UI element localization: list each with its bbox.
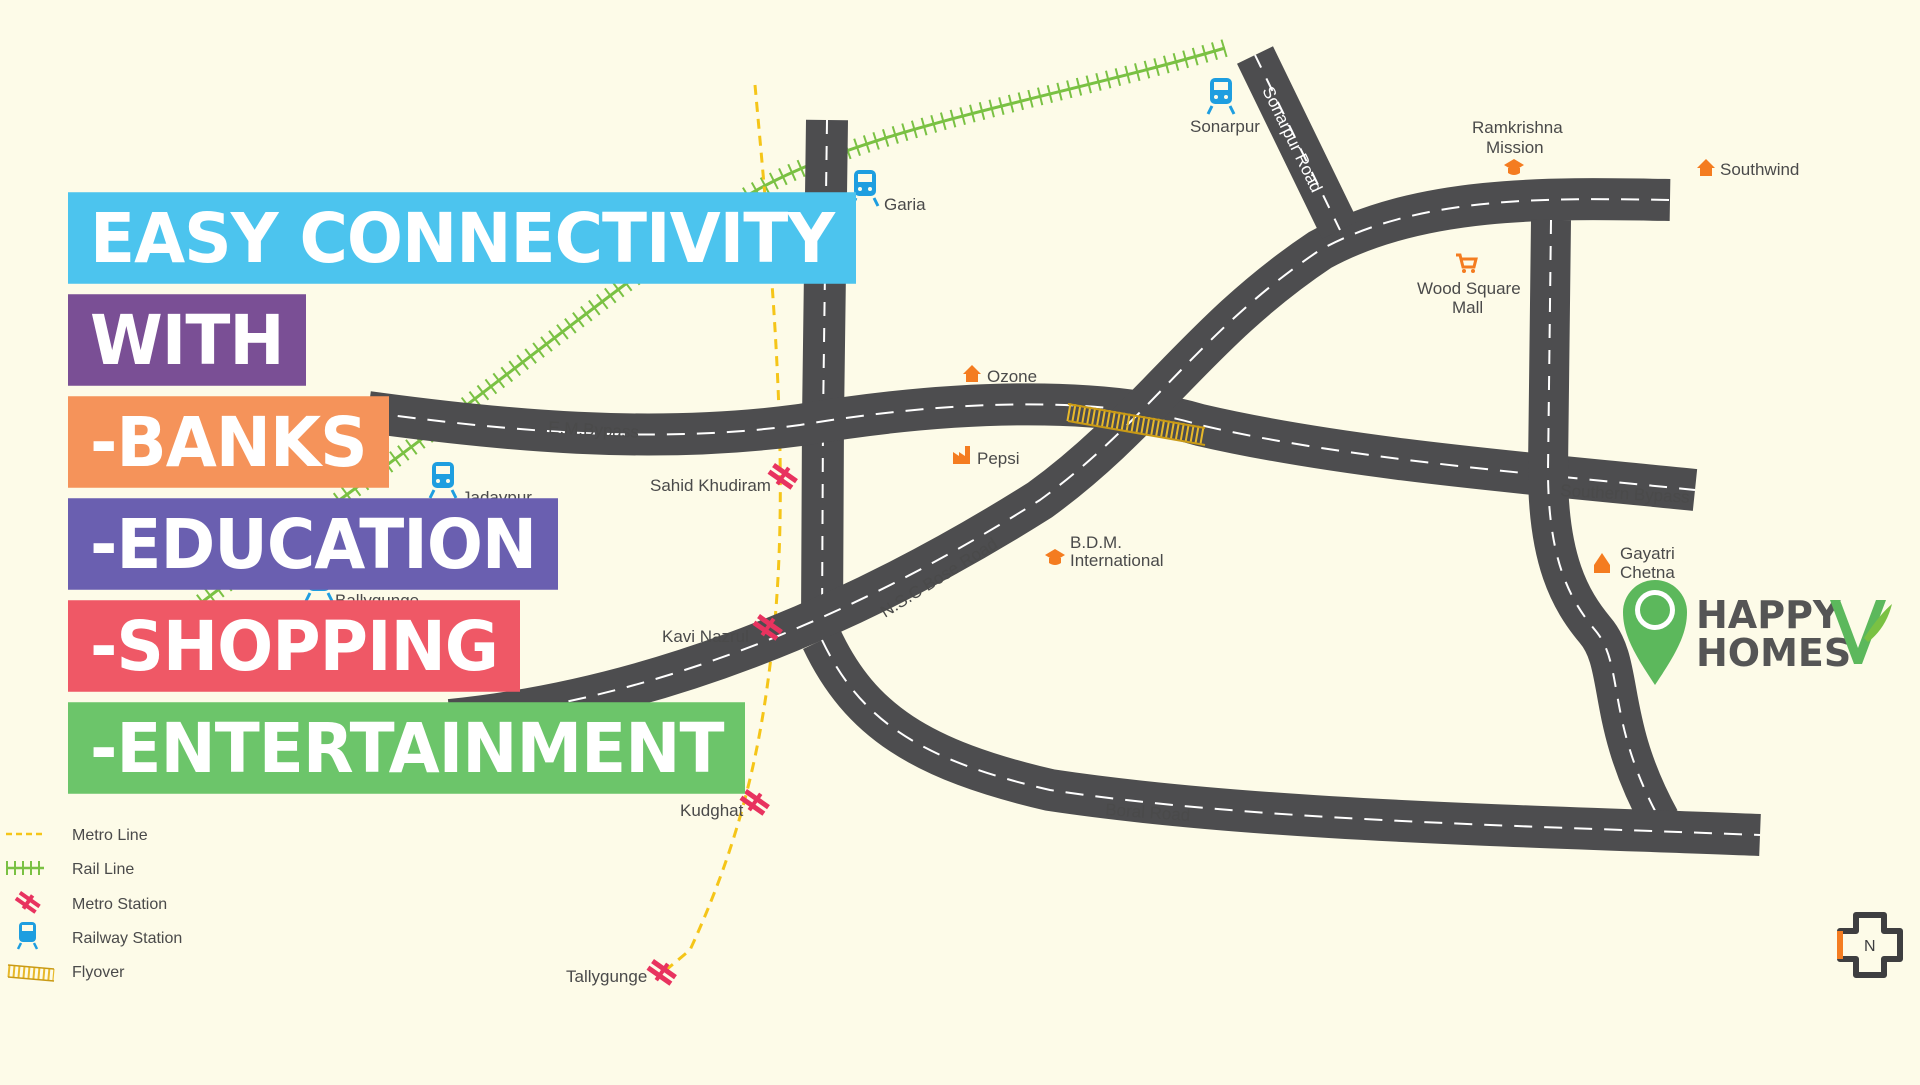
- metro-station-icon: [14, 891, 41, 914]
- compass: N: [1837, 912, 1903, 978]
- banner-education: -EDUCATION: [68, 498, 559, 590]
- compass-label: N: [1864, 938, 1876, 955]
- metro-station-tallygunge[interactable]: Tallygunge: [566, 956, 679, 988]
- metro-station-label: Tallygunge: [566, 967, 647, 986]
- legend-label: Metro Line: [72, 827, 148, 844]
- place-pepsi[interactable]: Pepsi: [953, 446, 1020, 468]
- station-label: Sonarpur: [1190, 117, 1260, 136]
- place-ozone[interactable]: Ozone: [963, 365, 1037, 386]
- place-label: Mall: [1452, 298, 1483, 317]
- metro-station-icon: [646, 959, 677, 986]
- place-label: Southwind: [1720, 160, 1799, 179]
- road-label-em-bypass: E.M.Bypass: [548, 418, 640, 442]
- place-label: Ozone: [987, 367, 1037, 386]
- metro-station-icon: [739, 789, 770, 816]
- train-icon: [16, 922, 39, 950]
- place-southwind[interactable]: Southwind: [1697, 159, 1799, 179]
- legend-label: Rail Line: [72, 861, 134, 878]
- train-icon: [1206, 78, 1236, 115]
- legend: Metro Line Rail Line Metro Station Railw…: [6, 827, 182, 982]
- metro-station-icon: [752, 614, 783, 641]
- home-icon: [963, 365, 981, 382]
- metro-station-label: Kudghat: [680, 801, 744, 820]
- banner-entertainment: -ENTERTAINMENT: [68, 702, 746, 794]
- legend-label: Flyover: [72, 964, 125, 981]
- cart-icon: [1456, 253, 1478, 273]
- banner-with: WITH: [68, 294, 306, 386]
- flyover: [1066, 403, 1207, 446]
- place-label: Wood Square: [1417, 279, 1521, 298]
- place-gayatri-chetna[interactable]: Gayatri Chetna: [1594, 544, 1675, 582]
- metro-station-kavi-nazrul[interactable]: Kavi Nazrul: [662, 611, 785, 646]
- place-label: Pepsi: [977, 449, 1020, 468]
- brand-logo: HAPPY HOMES: [1623, 580, 1892, 685]
- place-wood-square-mall[interactable]: Wood Square Mall: [1417, 253, 1521, 317]
- banner-shopping: -SHOPPING: [68, 600, 520, 692]
- place-label: Chetna: [1620, 563, 1675, 582]
- legend-item-metro-line: Metro Line: [6, 827, 148, 844]
- home-icon: [1697, 159, 1715, 176]
- station-label: Garia: [884, 195, 926, 214]
- place-label: Gayatri: [1620, 544, 1675, 563]
- legend-item-rail-line: Rail Line: [6, 861, 134, 878]
- graduation-cap-icon: [1504, 159, 1524, 175]
- temple-icon: [1594, 553, 1610, 573]
- place-label: Ramkrishna: [1472, 118, 1563, 137]
- factory-icon: [953, 446, 970, 464]
- legend-item-flyover: Flyover: [7, 964, 125, 982]
- legend-label: Railway Station: [72, 930, 182, 947]
- legend-label: Metro Station: [72, 896, 167, 913]
- metro-station-sahid-khudiram[interactable]: Sahid Khudiram: [650, 460, 800, 495]
- legend-item-metro-station: Metro Station: [14, 891, 167, 914]
- brand-name-line1: HAPPY: [1696, 593, 1841, 637]
- metro-station-label: Kavi Nazrul: [662, 627, 749, 646]
- banner-easy-connectivity: EASY CONNECTIVITY: [68, 192, 857, 284]
- metro-station-icon: [767, 463, 798, 490]
- location-pin-icon: [1623, 580, 1687, 685]
- train-icon: [428, 462, 458, 499]
- metro-line: [659, 84, 782, 977]
- place-ramkrishna-mission[interactable]: Ramkrishna Mission: [1472, 118, 1563, 175]
- place-label: Mission: [1486, 138, 1544, 157]
- place-label: B.D.M.: [1070, 533, 1122, 552]
- legend-item-railway-station: Railway Station: [16, 922, 182, 950]
- v-leaf-icon: [1830, 600, 1892, 664]
- railway-station-sonarpur[interactable]: Sonarpur: [1190, 78, 1260, 136]
- banner-banks: -BANKS: [68, 396, 389, 488]
- metro-station-kudghat[interactable]: Kudghat: [680, 786, 772, 820]
- metro-station-label: Sahid Khudiram: [650, 476, 771, 495]
- graduation-cap-icon: [1045, 549, 1065, 565]
- place-label: International: [1070, 551, 1164, 570]
- place-bdm-international[interactable]: B.D.M. International: [1045, 533, 1164, 570]
- railway-station-garia[interactable]: Garia: [850, 170, 926, 214]
- brand-name-line2: HOMES: [1696, 631, 1851, 675]
